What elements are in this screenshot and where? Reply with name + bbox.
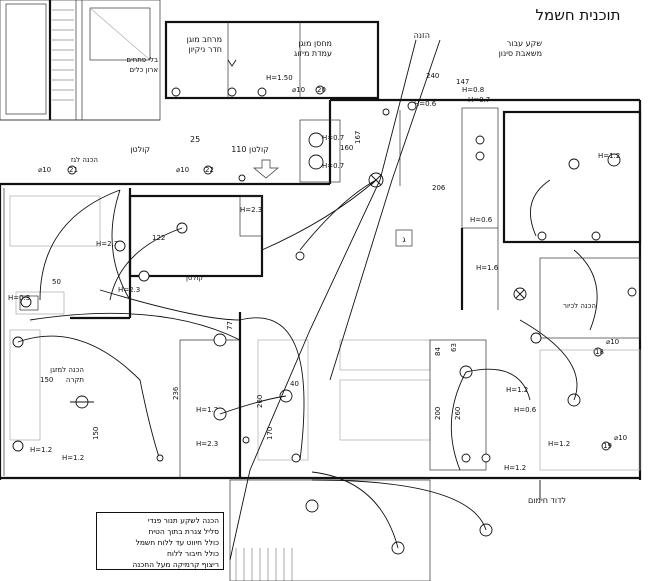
h-label-19: H=1.2 (62, 454, 84, 462)
h-label-17: H=2.3 (196, 440, 218, 448)
wiring (17, 39, 598, 561)
dim-236: 236 (172, 386, 180, 400)
top-right-room: H=1.2 (502, 110, 642, 244)
note-line-5: ריצוף קרמיקה מעל החכנה (132, 560, 219, 569)
label-hazana-right: הזנה (414, 31, 430, 40)
h-label-6: H=0.7 (322, 162, 344, 170)
diameter-tag-19: ⌀10 19 (601, 434, 627, 451)
dim-40: 40 (290, 380, 299, 388)
h-label-12: H=1.2 (506, 386, 528, 394)
label-top-a: מרחב מוגן (187, 35, 222, 44)
left-lower-room: הכנה למזגן תקרה 150 150 H=1.2 H=1.2 (9, 329, 100, 462)
dim-84: 84 (434, 347, 442, 356)
h-label-5: H=0.7 (322, 134, 344, 142)
label-kolton-low: קולטן (186, 274, 203, 282)
note-line-4: כולל חיבור ללוח (167, 549, 219, 558)
h-label-20: H=0.8 (462, 86, 484, 94)
outlet-symbols (138, 101, 637, 463)
h-label-13: H=0.6 (514, 406, 537, 414)
h-label-18: H=1.2 (30, 446, 52, 454)
note-line-1: הכנה לשקע תנור פנדי (147, 516, 219, 525)
top-service-rooms: מרחב מוגן חדר ניקיון מחסן מוגן עמדת מיזו… (164, 20, 380, 100)
diameter-tag-21: ⌀10 21 (38, 165, 78, 175)
stair-block: בלי פתחים ארון כלים (0, 0, 161, 121)
diameter-tag-22: ⌀10 22 (176, 165, 214, 175)
motor-icon-3 (530, 332, 542, 344)
label-tl-1: בלי פתחים (126, 56, 158, 64)
h-label-1: H=2.3 (240, 206, 262, 214)
h-label-2: H=0.3 (8, 294, 30, 302)
label-kolton-110: קולטן 110 (231, 145, 269, 154)
installation-note: הכנה לשקע תנור פנדי סליל צנרת בתוך הטיח … (96, 512, 224, 570)
svg-text:⌀10: ⌀10 (292, 86, 305, 94)
dim-147: 147 (456, 78, 469, 86)
room-g-tag (395, 229, 413, 247)
svg-text:⌀10: ⌀10 (38, 166, 51, 174)
label-tl-2: ארון כלים (129, 66, 158, 74)
living-area: 77 236 260 170 200 260 84 63 40 H=1.2 H=… (172, 312, 487, 478)
h-label-15: H=1.2 (504, 464, 526, 472)
left-bedroom: 50 H=0.3 H=2.3 H=2.3 (8, 195, 140, 320)
bathroom: 122 H=2.3 קולטן (128, 188, 264, 282)
h-label-10: H=0.6 (470, 216, 493, 224)
light-fixture-icon-2 (607, 153, 621, 167)
h-label-0: H=1.50 (266, 74, 293, 82)
plan-title: תוכנית חשמל (535, 6, 620, 24)
dim-200: 200 (434, 407, 442, 420)
h-label-11: H=1.6 (476, 264, 499, 272)
right-wing: הכנה לכיור ⌀10 18 H=1.2 H=0.6 H=1.2 H=1.… (504, 257, 641, 505)
diameter-18: ⌀10 (606, 338, 619, 346)
dim-63: 63 (450, 343, 458, 352)
label-hazana-mizug: הכנה למזגן (50, 366, 84, 374)
dim-50: 50 (52, 278, 61, 286)
label-kolton: קולטן (130, 145, 150, 154)
motor-icon (305, 499, 319, 513)
center-core: H=0.7 H=0.7 160 167 (299, 119, 384, 188)
dim-160: 160 (340, 144, 353, 152)
label-hazana-kir: הכנה לכיור (563, 302, 596, 310)
note-line-2: סליל צנרת בתוך הטיח (148, 527, 219, 536)
label-top-c: מחסן מוגן (298, 39, 332, 48)
diameter-tag-20: ⌀10 20 (292, 85, 326, 95)
dim-206: 206 (432, 184, 446, 192)
label-top-d: עמדת מיזוג (294, 49, 332, 58)
label-top-right-1: שקע עבור (507, 39, 543, 48)
note-line-3: כולל חיווט עד ללוח חשמל (135, 538, 219, 547)
svg-text:18: 18 (595, 348, 604, 356)
h-label-14: H=1.2 (548, 440, 570, 448)
label-lidud: לדוד חימום (528, 496, 566, 505)
label-top-right-2: משאבת סינון (499, 49, 542, 58)
dim-260-b: 260 (454, 407, 462, 420)
dim-170: 170 (266, 427, 274, 440)
label-room-g: ג (402, 235, 406, 244)
svg-text:19: 19 (603, 442, 612, 450)
dim-77: 77 (226, 321, 234, 330)
svg-text:⌀10: ⌀10 (614, 434, 627, 442)
dim-167: 167 (354, 131, 362, 144)
h-label-3: H=2.3 (96, 240, 118, 248)
svg-text:⌀10: ⌀10 (176, 166, 189, 174)
corridor: H=0.6 H=1.6 (460, 216, 527, 310)
label-25: 25 (190, 135, 200, 144)
dim-150-a: 150 (40, 376, 53, 384)
svg-text:22: 22 (205, 166, 214, 174)
h-label-9: H=1.2 (598, 152, 620, 160)
h-label-7: H=0.7 (468, 96, 490, 104)
label-top-b: חדר ניקיון (189, 45, 222, 54)
dim-240: 240 (426, 72, 439, 80)
kitchen: 206 240 147 H=0.8 H=0.7 H=0.6 ג (395, 72, 499, 247)
label-tikra: תקרה (66, 376, 84, 384)
dim-150-b: 150 (92, 427, 100, 440)
h-label-8: H=0.6 (414, 100, 437, 108)
svg-text:20: 20 (317, 86, 326, 94)
arrow-down-icon (253, 159, 279, 179)
h-label-16: H=1.2 (196, 406, 218, 414)
switch-icon (114, 240, 126, 252)
label-hazana-gaz: הכנה לגז (71, 156, 98, 164)
svg-text:21: 21 (69, 166, 78, 174)
